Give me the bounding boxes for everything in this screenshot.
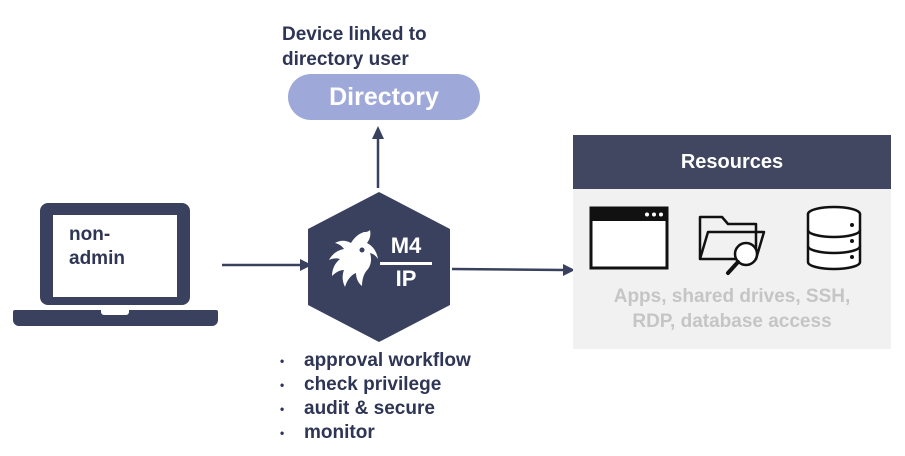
bullet: • [280, 402, 285, 416]
device-label-line1: non- [69, 224, 111, 245]
bullet: • [280, 354, 285, 368]
resources-title: Resources [680, 150, 784, 173]
dragon-icon [329, 230, 378, 287]
feature-label: check privilege [304, 374, 442, 395]
gateway-divider [380, 262, 432, 265]
gateway-hexagon [308, 192, 450, 342]
database-icon [806, 205, 862, 271]
directory-pill: Directory [288, 74, 480, 120]
directory-caption: Device linked to directory user [282, 22, 482, 72]
arrow-gateway-to-resources [451, 264, 575, 276]
feature-list: • approval workflow • check privilege • … [280, 349, 540, 445]
directory-caption-line2: directory user [282, 49, 409, 70]
list-item: • audit & secure [280, 397, 540, 421]
arrow-laptop-to-gateway [222, 259, 312, 271]
resources-caption-line1: Apps, shared drives, SSH, [613, 286, 851, 307]
gateway-line2: IP [395, 266, 417, 291]
device-label-line2: admin [69, 248, 125, 269]
laptop-notch [101, 310, 129, 315]
list-item: • monitor [280, 421, 540, 445]
bullet: • [280, 378, 285, 392]
directory-caption-line1: Device linked to [282, 24, 427, 45]
laptop-screen: non- admin [40, 203, 190, 305]
laptop-base [13, 310, 218, 326]
device-label: non- admin [69, 223, 169, 271]
gateway-line1: M4 [390, 233, 422, 258]
resources-caption-line2: RDP, database access [632, 311, 832, 332]
folder-search-icon [698, 215, 766, 275]
laptop-display: non- admin [53, 215, 177, 297]
list-item: • check privilege [280, 373, 540, 397]
resources-header: Resources [573, 135, 891, 189]
directory-label: Directory [329, 82, 439, 111]
bullet: • [280, 426, 285, 440]
list-item: • approval workflow [280, 349, 540, 373]
app-window-icon [589, 206, 669, 270]
feature-label: monitor [304, 422, 375, 443]
feature-label: audit & secure [304, 398, 435, 419]
feature-label: approval workflow [304, 350, 471, 371]
resources-caption: Apps, shared drives, SSH, RDP, database … [573, 284, 891, 334]
arrow-to-directory [372, 126, 384, 188]
